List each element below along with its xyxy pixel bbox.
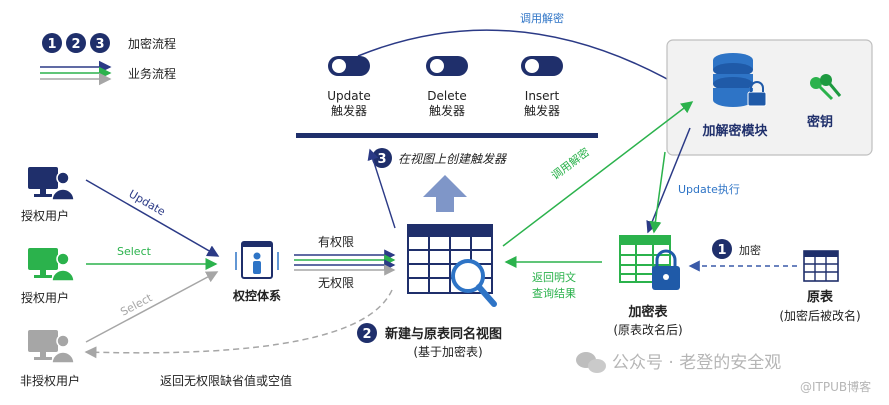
watermark-text: 公众号 · 老登的安全观 <box>612 353 781 373</box>
monitor-user-icon <box>28 167 75 201</box>
update-exec-arrow <box>646 127 691 234</box>
original-table-icon <box>803 250 839 282</box>
trigger-delete: Delete 触发器 <box>426 56 468 118</box>
encrypted-table: 加密表 (原表改名后) <box>613 235 683 337</box>
trigger-divider-bar <box>296 133 598 138</box>
no-permission-label: 无权限 <box>318 276 354 290</box>
step-2-badge: 2 <box>362 327 371 342</box>
security-gate-icon <box>235 241 279 279</box>
update-exec-label: Update执行 <box>678 182 740 196</box>
step-3-badge: 3 <box>377 152 386 167</box>
encrypted-table-label: 加密表 <box>627 304 668 320</box>
keys-icon <box>810 74 842 101</box>
user-unauthorized-label: 非授权用户 <box>20 373 80 388</box>
step-3-text: 在视图上创建触发器 <box>398 152 507 166</box>
step-1-badge: 1 <box>717 243 726 258</box>
step-3: 3 在视图上创建触发器 <box>372 148 507 168</box>
access-control-label: 权控体系 <box>232 288 281 303</box>
user-authorized-1: 授权用户 <box>21 167 75 223</box>
up-arrow-icon <box>423 175 467 212</box>
trigger-insert: Insert 触发器 <box>521 56 563 118</box>
permission-arrows <box>294 249 396 276</box>
encrypted-table-sub: (原表改名后) <box>613 322 682 337</box>
trigger-delete-name: Delete <box>427 89 466 103</box>
call-decrypt-mid-arrow <box>502 101 694 247</box>
watermark: 公众号 · 老登的安全观 @ITPUB博客 <box>576 352 871 394</box>
original-table-label: 原表 <box>807 289 834 305</box>
encrypted-table-icon <box>619 235 680 290</box>
query-result-label: 查询结果 <box>532 286 576 300</box>
trigger-update-name: Update <box>327 89 370 103</box>
return-plain-label: 返回明文 <box>532 270 576 284</box>
step-2: 2 新建与原表同名视图 (基于加密表) <box>357 323 502 359</box>
monitor-user-icon <box>28 248 75 282</box>
step-2-text: 新建与原表同名视图 <box>385 326 502 342</box>
user-unauthorized: 非授权用户 <box>20 330 80 388</box>
update-arrow <box>85 179 220 257</box>
call-decrypt-mid-label: 调用解密 <box>548 145 592 183</box>
access-control: 权控体系 <box>232 241 281 303</box>
legend-badge-1: 1 <box>47 37 56 52</box>
return-default-arrow <box>84 289 393 359</box>
select-arrow-label: Select <box>117 245 152 258</box>
trigger-delete-sub: 触发器 <box>429 103 465 118</box>
view-table-icon <box>407 224 497 307</box>
view-to-trigger-arrow <box>367 148 396 229</box>
trigger-update-sub: 触发器 <box>331 103 367 118</box>
user-authorized-2-label: 授权用户 <box>21 290 69 305</box>
call-decrypt-top-arrow <box>357 29 692 93</box>
legend-step-badges: 1 2 3 <box>42 33 110 53</box>
watermark-source: @ITPUB博客 <box>800 379 871 394</box>
legend-encrypt-flow-label: 加密流程 <box>128 36 176 51</box>
legend-badge-3: 3 <box>95 37 104 52</box>
legend: 1 2 3 加密流程 业务流程 <box>40 33 176 86</box>
return-default-label: 返回无权限缺省值或空值 <box>160 373 292 388</box>
monitor-user-icon <box>28 330 75 364</box>
legend-badge-2: 2 <box>71 37 80 52</box>
trigger-insert-name: Insert <box>525 89 560 103</box>
update-arrow-label: Update <box>127 187 168 218</box>
encrypt-label: 加密 <box>739 243 761 257</box>
update-exec-green-arrow <box>649 151 666 234</box>
has-permission-label: 有权限 <box>318 235 354 249</box>
crypto-module: 加解密模块 密钥 <box>666 39 873 156</box>
crypto-module-label: 加解密模块 <box>701 123 768 139</box>
step-2-sub: (基于加密表) <box>413 344 482 359</box>
legend-business-flow-label: 业务流程 <box>128 66 176 81</box>
user-authorized-2: 授权用户 <box>21 248 75 305</box>
trigger-insert-sub: 触发器 <box>524 103 560 118</box>
key-label: 密钥 <box>806 114 833 130</box>
trigger-update: Update 触发器 <box>327 56 371 118</box>
call-decrypt-top-label: 调用解密 <box>520 11 564 25</box>
select-gray-arrow <box>85 271 219 343</box>
legend-business-flow-arrows <box>40 60 112 86</box>
original-table: 原表 (加密后被改名) <box>779 250 861 323</box>
wechat-icon <box>576 352 606 373</box>
user-authorized-1-label: 授权用户 <box>21 208 69 223</box>
database-lock-icon <box>713 53 767 107</box>
original-table-sub: (加密后被改名) <box>779 308 860 323</box>
